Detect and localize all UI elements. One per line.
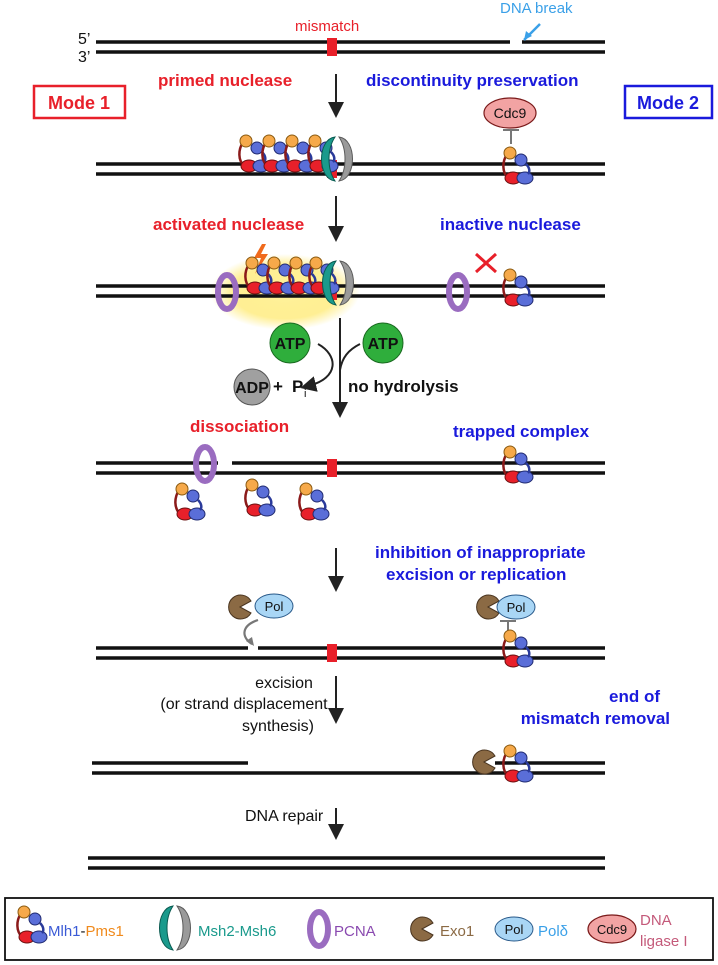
pi-i: i bbox=[304, 388, 306, 400]
atp-left-label: ATP bbox=[275, 336, 306, 353]
cdc9-label: Cdc9 bbox=[494, 105, 527, 121]
lightning-icon bbox=[254, 244, 268, 274]
pol-left-label: Pol bbox=[265, 599, 284, 614]
pol-right-label: Pol bbox=[507, 600, 526, 615]
legend-pold: Polδ bbox=[538, 923, 568, 940]
legend-ligase-line1: DNA bbox=[640, 912, 672, 929]
legend-pol-icon-label: Pol bbox=[505, 922, 524, 937]
hydrolysis-curve bbox=[300, 343, 334, 392]
legend-mlh1: Mlh1 bbox=[48, 923, 81, 940]
discontinuity-preservation-label: discontinuity preservation bbox=[366, 71, 579, 90]
cdc9-inhibition-mark bbox=[503, 129, 519, 144]
top-dna bbox=[96, 38, 605, 56]
excision-line3: synthesis) bbox=[242, 718, 314, 735]
trapped-complex-label: trapped complex bbox=[453, 422, 590, 441]
no-hydrolysis-curve bbox=[339, 343, 361, 371]
three-prime-label: 3’ bbox=[78, 49, 90, 66]
primed-nuclease-label: primed nuclease bbox=[158, 71, 292, 90]
mode1-label: Mode 1 bbox=[48, 93, 110, 113]
legend: Mlh1-Pms1 Msh2-Msh6 PCNA Exo1 Pol Polδ C… bbox=[4, 897, 714, 961]
dna-break-label: DNA break bbox=[500, 0, 573, 17]
mismatch-label: mismatch bbox=[295, 18, 359, 35]
excision-line1: excision bbox=[255, 675, 313, 692]
cdc9-protein: Cdc9 bbox=[483, 97, 537, 129]
excision-line2: (or strand displacement bbox=[160, 696, 328, 713]
mode2-box: Mode 2 bbox=[623, 84, 714, 120]
legend-dash: - bbox=[81, 923, 86, 940]
adp-label: ADP bbox=[235, 380, 269, 397]
dna-repair-label: DNA repair bbox=[245, 808, 324, 825]
pi-p: P bbox=[292, 377, 303, 396]
end-line2: mismatch removal bbox=[521, 709, 670, 728]
cross-icon bbox=[474, 252, 498, 274]
legend-cdc9-icon-label: Cdc9 bbox=[597, 922, 627, 937]
no-hydrolysis-label: no hydrolysis bbox=[348, 377, 459, 396]
legend-ligase-line2: ligase I bbox=[640, 933, 688, 950]
inhibition-line2: excision or replication bbox=[386, 565, 566, 584]
legend-pol-icon: Pol bbox=[494, 916, 534, 942]
legend-pms1: Pms1 bbox=[86, 923, 124, 940]
exo1-mode2-row6 bbox=[472, 749, 496, 775]
dissociated-mutl bbox=[174, 477, 331, 522]
atp-right-circle: ATP bbox=[362, 322, 404, 364]
inhibition-line1: inhibition of inappropriate bbox=[375, 543, 586, 562]
inactive-nuclease-label: inactive nuclease bbox=[440, 215, 581, 234]
pol-mode1: Pol bbox=[254, 593, 294, 619]
pcna-mode2-row3 bbox=[449, 275, 467, 309]
legend-pcna: PCNA bbox=[334, 923, 376, 940]
svg-text:Mlh1-Pms1: Mlh1-Pms1 bbox=[48, 923, 124, 940]
exo1-mode1 bbox=[228, 594, 252, 620]
dissociation-label: dissociation bbox=[190, 417, 289, 436]
pol-mode2: Pol bbox=[496, 594, 536, 620]
legend-exo1: Exo1 bbox=[440, 923, 474, 940]
plus-sign: + bbox=[273, 377, 283, 396]
activated-nuclease-label: activated nuclease bbox=[153, 215, 304, 234]
atp-right-label: ATP bbox=[368, 336, 399, 353]
legend-msh: Msh2-Msh6 bbox=[198, 923, 276, 940]
end-line1: end of bbox=[609, 687, 660, 706]
five-prime-label: 5’ bbox=[78, 31, 90, 48]
mode2-label: Mode 2 bbox=[637, 93, 699, 113]
exo1-mode2 bbox=[476, 594, 500, 620]
adp-circle: ADP bbox=[233, 368, 271, 406]
repaired-dna bbox=[88, 856, 605, 870]
mode1-box: Mode 1 bbox=[32, 84, 127, 120]
atp-left-circle: ATP bbox=[269, 322, 311, 364]
legend-cdc9-icon: Cdc9 bbox=[587, 914, 637, 944]
